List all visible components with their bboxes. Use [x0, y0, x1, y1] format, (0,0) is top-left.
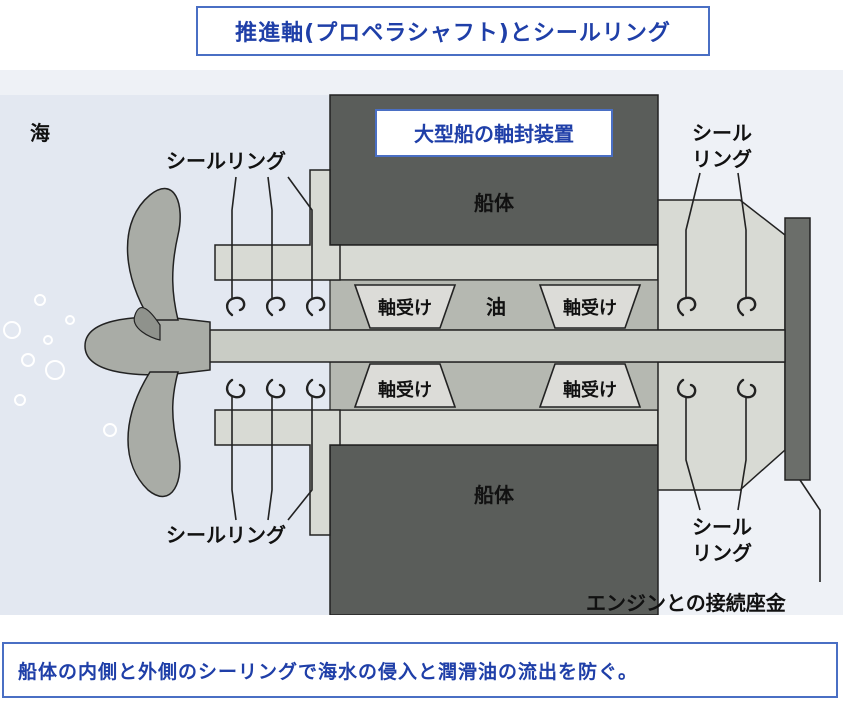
seal-housing-left-bottom	[214, 409, 341, 536]
bubbles	[3, 294, 117, 437]
seal-diagram: 大型船の軸封装置 海 シールリング シールリング シール リング シール リング…	[0, 70, 843, 615]
bearing-top-right	[538, 284, 642, 329]
bearing-top-left	[353, 284, 457, 329]
label-bearing-bl: 軸受け	[378, 379, 432, 401]
label-hull-top: 船体	[474, 191, 515, 215]
label-seal-ring-top-left: シールリング	[166, 149, 286, 173]
propeller-blade-top	[126, 187, 181, 321]
title-text: 推進軸(プロペラシャフト)とシールリング	[235, 21, 671, 46]
title-banner: 推進軸(プロペラシャフト)とシールリング	[196, 6, 710, 56]
bearing-bottom-right	[538, 363, 642, 408]
label-bearing-tl: 軸受け	[378, 297, 432, 319]
engine-coupling-flange	[784, 217, 811, 481]
label-bearing-tr: 軸受け	[563, 297, 617, 319]
leaders-right-bottom	[685, 397, 747, 511]
sleeve-bottom	[329, 409, 659, 446]
propeller-hub	[84, 316, 211, 376]
caption-text: 船体の内側と外側のシーリングで海水の侵入と潤滑油の流出を防ぐ。	[18, 660, 639, 683]
leaders-right-top	[685, 172, 747, 298]
propeller-blade-bottom	[127, 371, 181, 498]
leaders-left-top	[231, 176, 313, 298]
seal-rings-left-bottom	[225, 378, 326, 399]
seal-housing-left-top	[214, 169, 341, 281]
label-engine-coupling: エンジンとの接続座金	[586, 591, 787, 615]
label-bearing-br: 軸受け	[563, 379, 617, 401]
label-seal-ring-bottom-right-1: シール	[692, 515, 752, 539]
seal-rings-left-top	[225, 296, 326, 317]
inner-title-text: 大型船の軸封装置	[414, 122, 574, 146]
inner-title-box	[375, 109, 613, 157]
propeller-blade-mid	[133, 307, 161, 341]
propeller-shaft	[199, 329, 786, 363]
label-oil: 油	[486, 295, 506, 319]
sleeve-top	[329, 244, 659, 281]
caption-banner: 船体の内側と外側のシーリングで海水の侵入と潤滑油の流出を防ぐ。	[2, 642, 838, 698]
label-hull-bottom: 船体	[474, 483, 515, 507]
label-seal-ring-top-right-2: リング	[692, 147, 752, 171]
leader-engine-coupling	[799, 479, 821, 582]
seal-housing-right-top	[657, 199, 786, 331]
label-seal-ring-bottom-left: シールリング	[166, 523, 286, 547]
label-seal-ring-bottom-right-2: リング	[692, 541, 752, 565]
bearing-bottom-left	[353, 363, 457, 408]
leaders-left-bottom	[231, 397, 313, 521]
label-sea: 海	[30, 121, 50, 145]
label-seal-ring-top-right-1: シール	[692, 121, 752, 145]
hull-block-bottom	[329, 444, 659, 615]
